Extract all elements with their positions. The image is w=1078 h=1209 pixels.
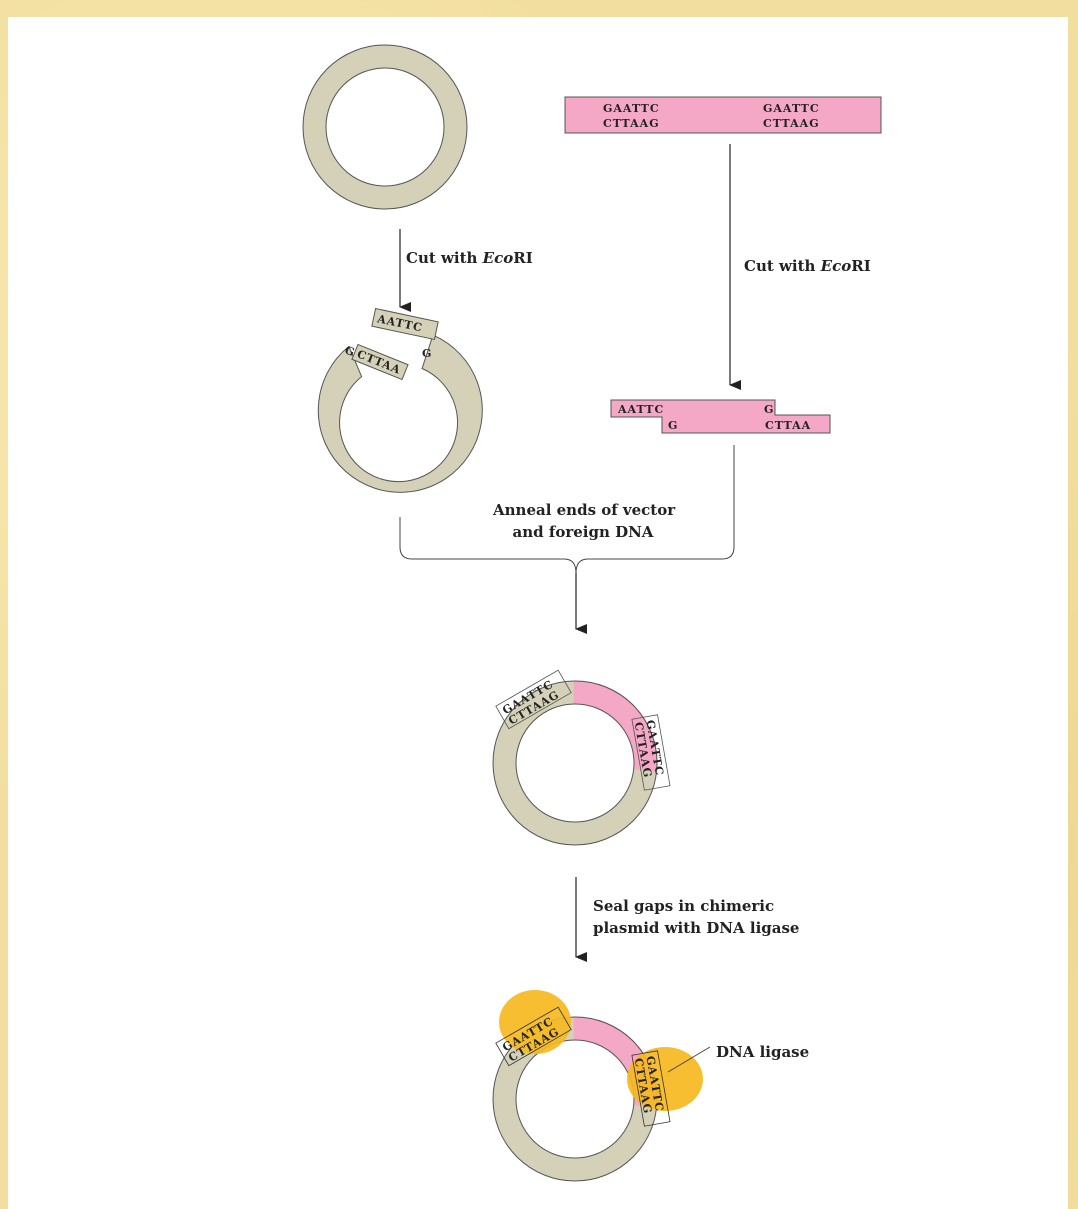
svg-text:AATTC: AATTC <box>617 403 664 416</box>
cut-foreign-dna: AATTC G G CTTAA <box>610 399 831 434</box>
ligase-label: DNA ligase <box>716 1043 810 1061</box>
svg-text:G: G <box>668 419 678 432</box>
site-bottom-1: CTTAAG <box>603 117 660 130</box>
sealed-plasmid: GAATTC CTTAAG GAATTC CTTAAG <box>492 990 711 1182</box>
svg-text:CTTAA: CTTAA <box>765 419 811 432</box>
svg-text:G: G <box>764 403 774 416</box>
ligase-left <box>499 990 571 1054</box>
cut-vector <box>317 334 483 493</box>
ligase-leader-line <box>667 1046 711 1073</box>
vector-left-strand: G <box>343 344 357 360</box>
seal-label: Seal gaps in chimeric plasmid with DNA l… <box>593 897 800 937</box>
anneal-label: Anneal ends of vector and foreign DNA <box>493 501 676 541</box>
svg-text:CTTAA: CTTAA <box>355 347 403 376</box>
vector-plasmid <box>303 45 467 209</box>
vector-right-strand: G <box>422 347 432 360</box>
diagram-panel: GAATTC CTTAAG GAATTC CTTAAG AATTC G CTTA… <box>8 17 1068 1209</box>
cut-label-vector: Cut with EcoRI <box>406 249 533 267</box>
vector-sticky-end-right: AATTC <box>371 307 439 341</box>
foreign-dna: GAATTC CTTAAG GAATTC CTTAAG <box>564 96 882 134</box>
site-top-2: GAATTC <box>763 102 820 115</box>
site-bottom-2: CTTAAG <box>763 117 820 130</box>
cloning-diagram: GAATTC CTTAAG GAATTC CTTAAG AATTC G CTTA… <box>302 44 882 1182</box>
chimeric-plasmid: GAATTC CTTAAG GAATTC CTTAAG <box>492 669 671 846</box>
cut-label-foreign: Cut with EcoRI <box>744 257 871 275</box>
site-top-1: GAATTC <box>603 102 660 115</box>
